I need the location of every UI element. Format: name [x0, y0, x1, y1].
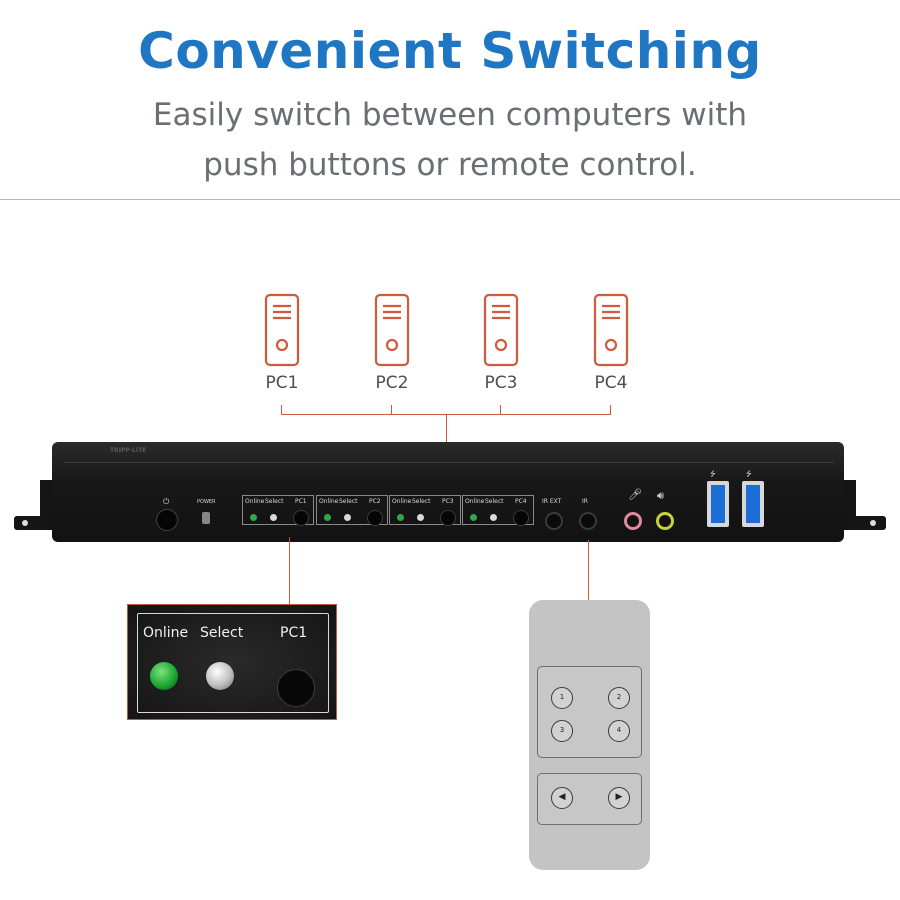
- pc4-select-button[interactable]: [513, 510, 529, 526]
- zoom-inset: Online Select PC1: [127, 604, 337, 720]
- zoom-pc-label: PC1: [280, 625, 308, 641]
- zoom-select-led: [206, 662, 234, 690]
- remote-button-2[interactable]: 2: [608, 687, 630, 709]
- remote-control: 1 2 3 4 ◀ ▶: [529, 600, 650, 870]
- select-label: Select: [485, 498, 504, 505]
- ir-receiver: [579, 512, 597, 530]
- remote-leader-line: [588, 540, 589, 627]
- computer-pc1: PC1: [247, 293, 317, 393]
- mic-jack[interactable]: [624, 512, 642, 530]
- online-led: [397, 514, 404, 521]
- page-subtitle: Easily switch between computers with pus…: [0, 90, 900, 190]
- port-group-pc2: [316, 495, 388, 525]
- ir-ext-jack[interactable]: [545, 512, 563, 530]
- ir-ext-label: IR EXT: [542, 498, 562, 505]
- remote-button-3[interactable]: 3: [551, 720, 573, 742]
- screw-hole: [22, 520, 28, 526]
- online-label: Online: [465, 498, 485, 505]
- zoom-pc1-button[interactable]: [277, 669, 315, 707]
- select-label: Select: [412, 498, 431, 505]
- microphone-icon: 🎤︎: [628, 488, 642, 501]
- usb-port-insert: [746, 485, 760, 523]
- port-group-pc4: [462, 495, 534, 525]
- usb-icon: ⭍: [710, 470, 716, 478]
- desktop-tower-icon: [374, 293, 410, 367]
- pc-label: PC3: [442, 498, 454, 505]
- page-title: Convenient Switching: [138, 22, 762, 80]
- subtitle-line-2: push buttons or remote control.: [203, 147, 697, 183]
- online-led: [324, 514, 331, 521]
- audio-out-jack[interactable]: [656, 512, 674, 530]
- pc-label: PC4: [515, 498, 527, 505]
- connector-line: [281, 405, 282, 415]
- connector-line: [446, 414, 447, 442]
- subtitle-line-1: Easily switch between computers with: [152, 97, 748, 133]
- usb-port-1[interactable]: [707, 481, 729, 527]
- device-edge: [64, 462, 834, 463]
- computer-pc3: PC3: [466, 293, 536, 393]
- remote-button-4[interactable]: 4: [608, 720, 630, 742]
- online-led: [250, 514, 257, 521]
- port-group-pc3: [389, 495, 461, 525]
- pc-label: PC1: [265, 373, 299, 393]
- brand-logo: TRIPP·LITE: [110, 447, 147, 454]
- zoom-leader-line: [289, 537, 290, 604]
- select-led: [417, 514, 424, 521]
- zoom-group-frame: [137, 613, 329, 713]
- power-button[interactable]: [156, 509, 178, 531]
- power-label: POWER: [197, 499, 216, 505]
- divider: [0, 199, 900, 200]
- computer-pc4: PC4: [576, 293, 646, 393]
- pc3-select-button[interactable]: [440, 510, 456, 526]
- port-group-pc1: [242, 495, 314, 525]
- select-led: [344, 514, 351, 521]
- ir-label: IR: [582, 498, 588, 505]
- online-label: Online: [392, 498, 412, 505]
- zoom-online-led: [150, 662, 178, 690]
- usb-port-insert: [711, 485, 725, 523]
- remote-button-1[interactable]: 1: [551, 687, 573, 709]
- speaker-icon: 🔊︎: [657, 489, 664, 502]
- computer-pc2: PC2: [357, 293, 427, 393]
- pc2-select-button[interactable]: [367, 510, 383, 526]
- desktop-tower-icon: [593, 293, 629, 367]
- desktop-tower-icon: [483, 293, 519, 367]
- connector-line: [610, 405, 611, 415]
- select-label: Select: [339, 498, 358, 505]
- connector-line: [500, 405, 501, 415]
- pc-label: PC2: [375, 373, 409, 393]
- usb-icon: ⭍: [746, 470, 752, 478]
- power-led: [202, 512, 210, 524]
- right-arrow-icon[interactable]: ▶: [608, 787, 630, 809]
- online-label: Online: [319, 498, 339, 505]
- pc-label: PC3: [484, 373, 518, 393]
- mounting-ear-right-side: [840, 480, 856, 530]
- select-led: [490, 514, 497, 521]
- usb-port-2[interactable]: [742, 481, 764, 527]
- online-led: [470, 514, 477, 521]
- pc-label: PC2: [369, 498, 381, 505]
- screw-hole: [870, 520, 876, 526]
- pc-label: PC4: [594, 373, 628, 393]
- power-icon: ⏻: [163, 497, 170, 506]
- select-led: [270, 514, 277, 521]
- pc1-select-button[interactable]: [293, 510, 309, 526]
- online-label: Online: [245, 498, 265, 505]
- nav-pad: ◀ ▶: [537, 773, 642, 825]
- zoom-select-label: Select: [200, 625, 244, 641]
- desktop-tower-icon: [264, 293, 300, 367]
- zoom-online-label: Online: [143, 625, 189, 641]
- pc-label: PC1: [295, 498, 307, 505]
- number-pad: 1 2 3 4: [537, 666, 642, 758]
- connector-line: [391, 405, 392, 415]
- select-label: Select: [265, 498, 284, 505]
- left-arrow-icon[interactable]: ◀: [551, 787, 573, 809]
